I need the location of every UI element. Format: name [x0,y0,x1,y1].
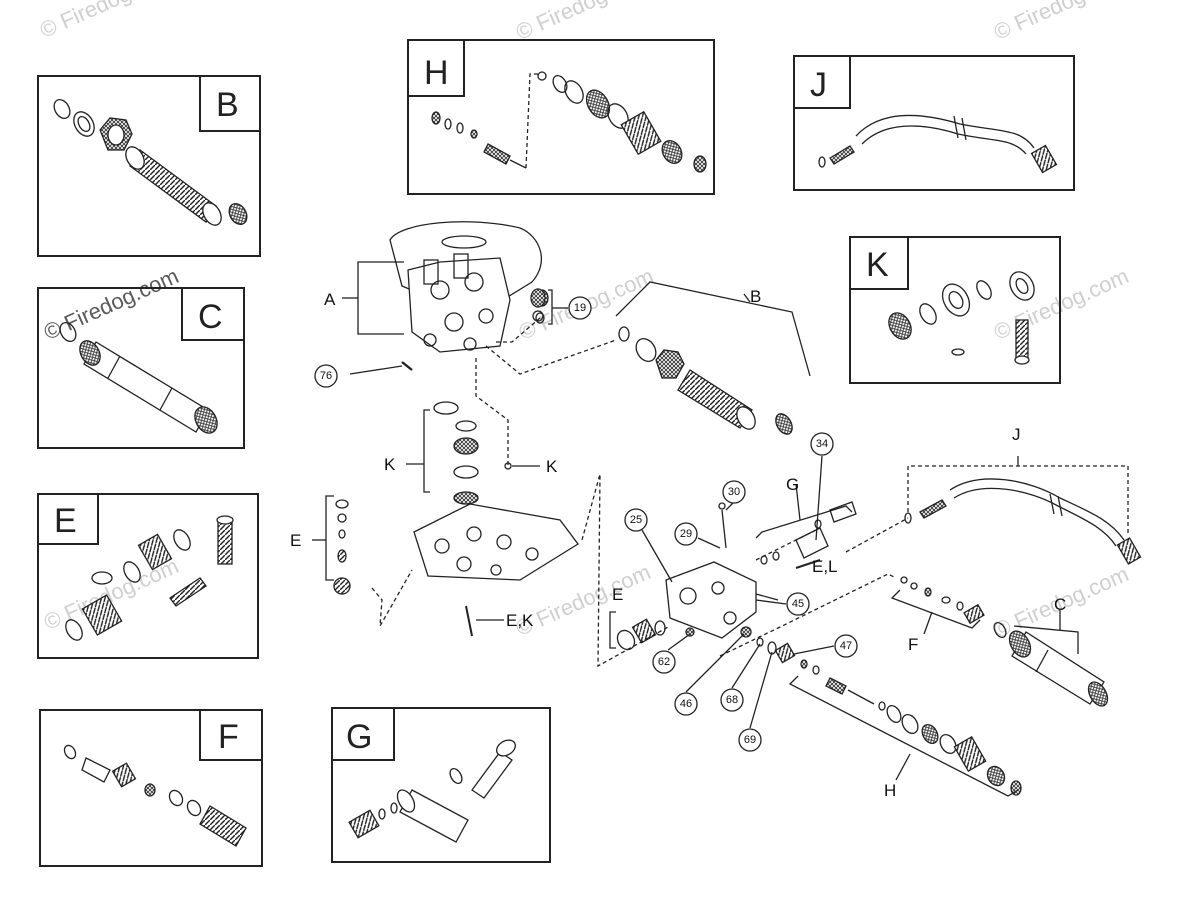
leader-29 [697,537,721,549]
inset-panel-k [849,236,1061,384]
leader-62 [667,633,691,651]
panel-label-j: J [810,66,827,104]
inset-panel-f [39,709,263,867]
callout-numbers: 19 76 25 29 30 34 45 46 47 62 68 69 [320,302,852,746]
panel-label-e: E [54,502,77,540]
leader-47 [793,645,835,655]
leader-25 [641,529,673,583]
inset-panel-j [793,55,1075,191]
unloader-valve-body [665,561,779,639]
ref-label-j: J [1012,425,1021,444]
inset-panel-e [37,493,259,659]
ref-label-h: H [884,781,896,800]
valve-stack-b-main [618,326,793,435]
screw-76 [349,365,403,375]
panel-letters: B C E F G H J K [54,54,889,756]
leader-45 [755,599,787,605]
inset-panel-g [331,707,551,863]
leader-68 [731,643,761,689]
valve-stack-g [760,501,857,565]
ref-label-b: B [750,287,761,306]
ref-label-c: C [1054,595,1066,614]
callout-68: 68 [726,694,738,706]
connection-lines [371,317,909,668]
callout-34: 34 [816,438,828,450]
callout-29: 29 [680,528,692,540]
packing-stack-k [433,401,479,505]
panel-label-c: C [198,298,223,336]
ref-label-e-k: E,K [506,611,534,630]
ref-label-a: A [324,290,336,309]
leader-34 [815,455,823,541]
ref-label-k: K [384,455,396,474]
valve-stack-f [900,576,985,625]
pump-manifold-assembly-a [389,221,549,353]
panel-label-b: B [216,86,239,124]
ref-label-f: F [908,635,918,654]
valve-stack-c-right [993,621,1109,707]
inset-panel-h [407,39,715,195]
callout-45: 45 [792,598,804,610]
callout-69: 69 [744,734,756,746]
ref-label-e-l: E,L [812,557,838,576]
inset-panel-b [37,75,261,257]
inset-panel-c [37,287,245,449]
panel-label-k: K [866,246,889,284]
callout-25: 25 [630,514,642,526]
leader-46 [685,633,745,693]
hose-assembly-j [904,478,1142,565]
ref-label-g: G [786,475,799,494]
ref-label-e: E [290,531,301,550]
valve-stack-h [800,659,1022,796]
callout-30: 30 [728,486,740,498]
callout-62: 62 [658,656,670,668]
leader-69 [749,651,773,729]
ref-label-k-second: K [546,457,558,476]
ref-label-e-second: E [612,585,623,604]
callout-19: 19 [574,302,586,314]
lower-manifold [413,503,579,581]
callout-76: 76 [320,370,332,382]
panel-label-f: F [218,718,239,756]
bracket-a [357,261,404,335]
panel-label-g: G [346,718,372,756]
assembly-reference-labels: A B K K E E,K J G E,L C F E H [290,287,1066,800]
valve-stack-e-left [333,499,351,595]
callout-47: 47 [840,640,852,652]
callout-46: 46 [680,698,692,710]
panel-label-h: H [424,54,449,92]
